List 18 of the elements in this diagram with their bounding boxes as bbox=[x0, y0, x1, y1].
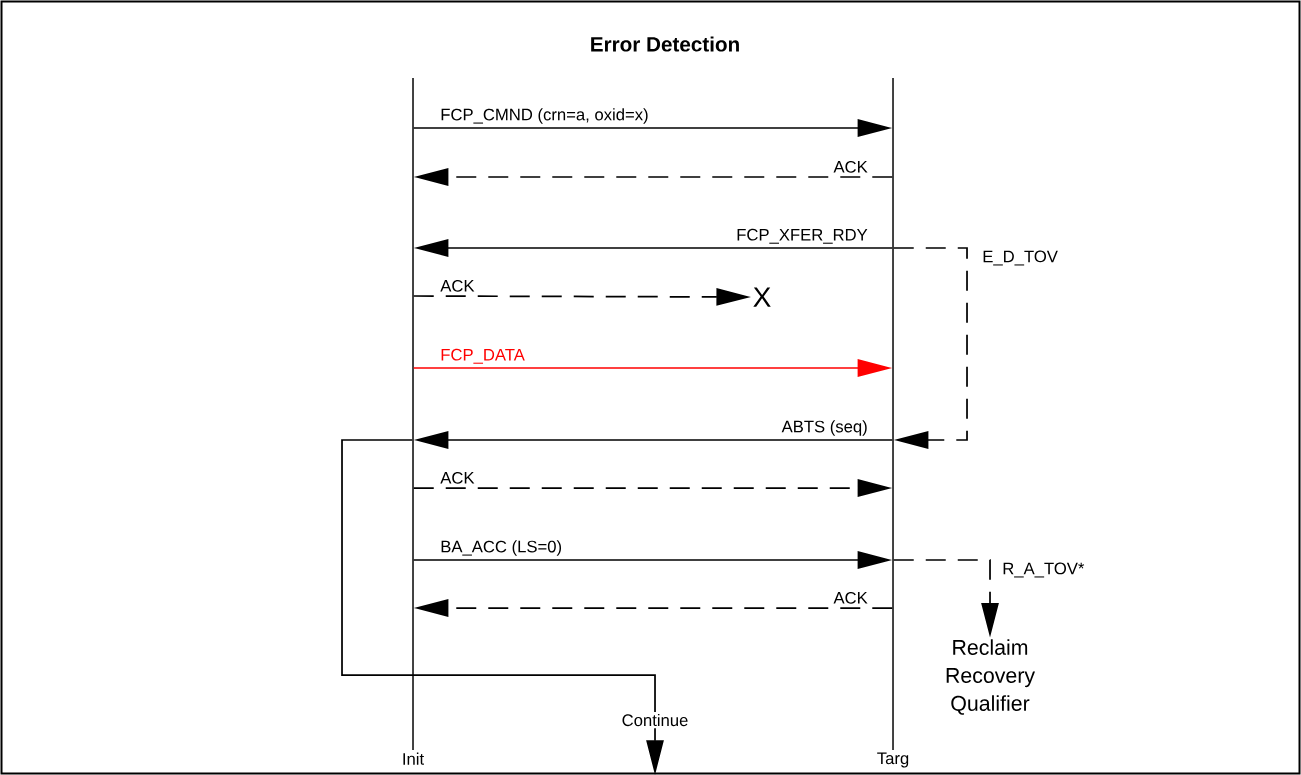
edge-label: FCP_CMND (crn=a, oxid=x) bbox=[441, 108, 648, 124]
arrow bbox=[892, 247, 968, 449]
outcome-label: Reclaim Recovery Qualifier bbox=[946, 639, 1035, 715]
edge-label: Continue bbox=[619, 711, 691, 729]
edge-label: R_A_TOV* bbox=[1003, 562, 1085, 578]
edge-label: ACK bbox=[833, 591, 868, 604]
edge-label: BA_ACC (LS=0) bbox=[441, 540, 562, 556]
x-mark: X bbox=[753, 287, 771, 307]
edge-label: E_D_TOV bbox=[983, 250, 1058, 266]
edge-label: FCP_XFER_RDY bbox=[737, 228, 868, 244]
edge-label: FCP_DATA bbox=[441, 348, 525, 364]
edge-label: ACK bbox=[833, 160, 868, 173]
edge-label: ABTS (seq) bbox=[781, 420, 867, 436]
lifeline: Init bbox=[403, 77, 424, 765]
edge-label: ACK bbox=[440, 471, 475, 484]
edge-label: ACK bbox=[440, 279, 475, 292]
lifeline: Targ bbox=[877, 77, 909, 768]
title: Error Detection bbox=[591, 36, 739, 52]
